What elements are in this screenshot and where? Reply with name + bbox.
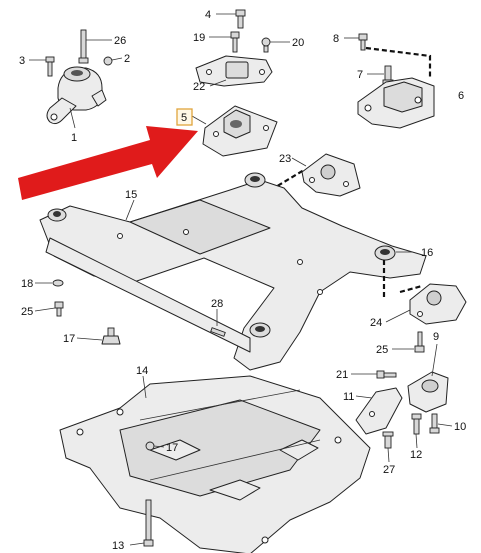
callout-28: 28 [211, 298, 223, 310]
bushing-17-left [101, 327, 121, 345]
bolt-10 [429, 413, 440, 434]
bolt-27 [382, 431, 394, 449]
callout-labels: 1 2 3 4 5 6 7 8 9 10 11 12 13 14 15 16 1… [19, 9, 466, 552]
callout-18: 18 [21, 278, 33, 290]
bolt-3 [45, 56, 55, 77]
skid-plate-14 [59, 375, 371, 553]
callout-19: 19 [193, 32, 205, 44]
callout-7: 7 [357, 69, 363, 81]
callout-12: 12 [410, 449, 422, 461]
nut-20 [261, 37, 271, 53]
mount-6 [357, 77, 435, 129]
callout-11: 11 [343, 391, 354, 403]
mount-23 [301, 153, 361, 197]
callout-15: 15 [125, 189, 137, 201]
callout-17-left: 17 [63, 333, 75, 345]
engine-mount-part [46, 66, 107, 125]
callout-25-right: 25 [376, 344, 388, 356]
highlight-box-5 [176, 108, 193, 126]
callout-9: 9 [433, 331, 439, 343]
mount-bracket-5 [202, 105, 278, 157]
bolt-12 [411, 413, 422, 435]
bolt-4 [235, 9, 246, 29]
callout-4: 4 [205, 9, 211, 21]
callout-22: 22 [193, 81, 205, 93]
bolt-8 [358, 33, 368, 51]
callout-8: 8 [333, 33, 339, 45]
bolt-25-left [54, 301, 64, 317]
red-pointer-arrow [18, 126, 198, 200]
dashed-line-8 [365, 46, 432, 78]
callout-2: 2 [124, 53, 130, 65]
callout-1: 1 [71, 132, 77, 144]
clip-17-bottom [145, 441, 155, 451]
callout-5: 5 [181, 112, 187, 124]
callout-16: 16 [421, 247, 433, 259]
callout-17-bottom: 17 [166, 442, 178, 454]
leader-lines [29, 13, 453, 546]
callout-6: 6 [458, 90, 464, 102]
callout-26: 26 [114, 35, 126, 47]
bracket-22 [195, 55, 273, 87]
stud-bolt-26 [78, 29, 89, 64]
bolt-25-right [414, 331, 425, 353]
nut-2 [103, 56, 113, 66]
dashed-line-24b [399, 284, 423, 294]
bracket-11 [355, 387, 403, 435]
subframe-15 [39, 172, 427, 371]
callout-24: 24 [370, 317, 382, 329]
bolt-19 [230, 31, 240, 53]
bolt-21 [376, 370, 397, 379]
callout-27: 27 [383, 464, 395, 476]
mount-24 [409, 283, 467, 325]
callout-10: 10 [454, 421, 466, 433]
callout-3: 3 [19, 55, 25, 67]
callout-25-left: 25 [21, 306, 33, 318]
callout-14: 14 [136, 365, 148, 377]
callout-13: 13 [112, 540, 124, 552]
mount-9 [407, 371, 449, 413]
callout-21: 21 [336, 369, 348, 381]
pin-28 [210, 327, 226, 337]
callout-20: 20 [292, 37, 304, 49]
washer-18 [52, 279, 64, 287]
callout-23: 23 [279, 153, 291, 165]
